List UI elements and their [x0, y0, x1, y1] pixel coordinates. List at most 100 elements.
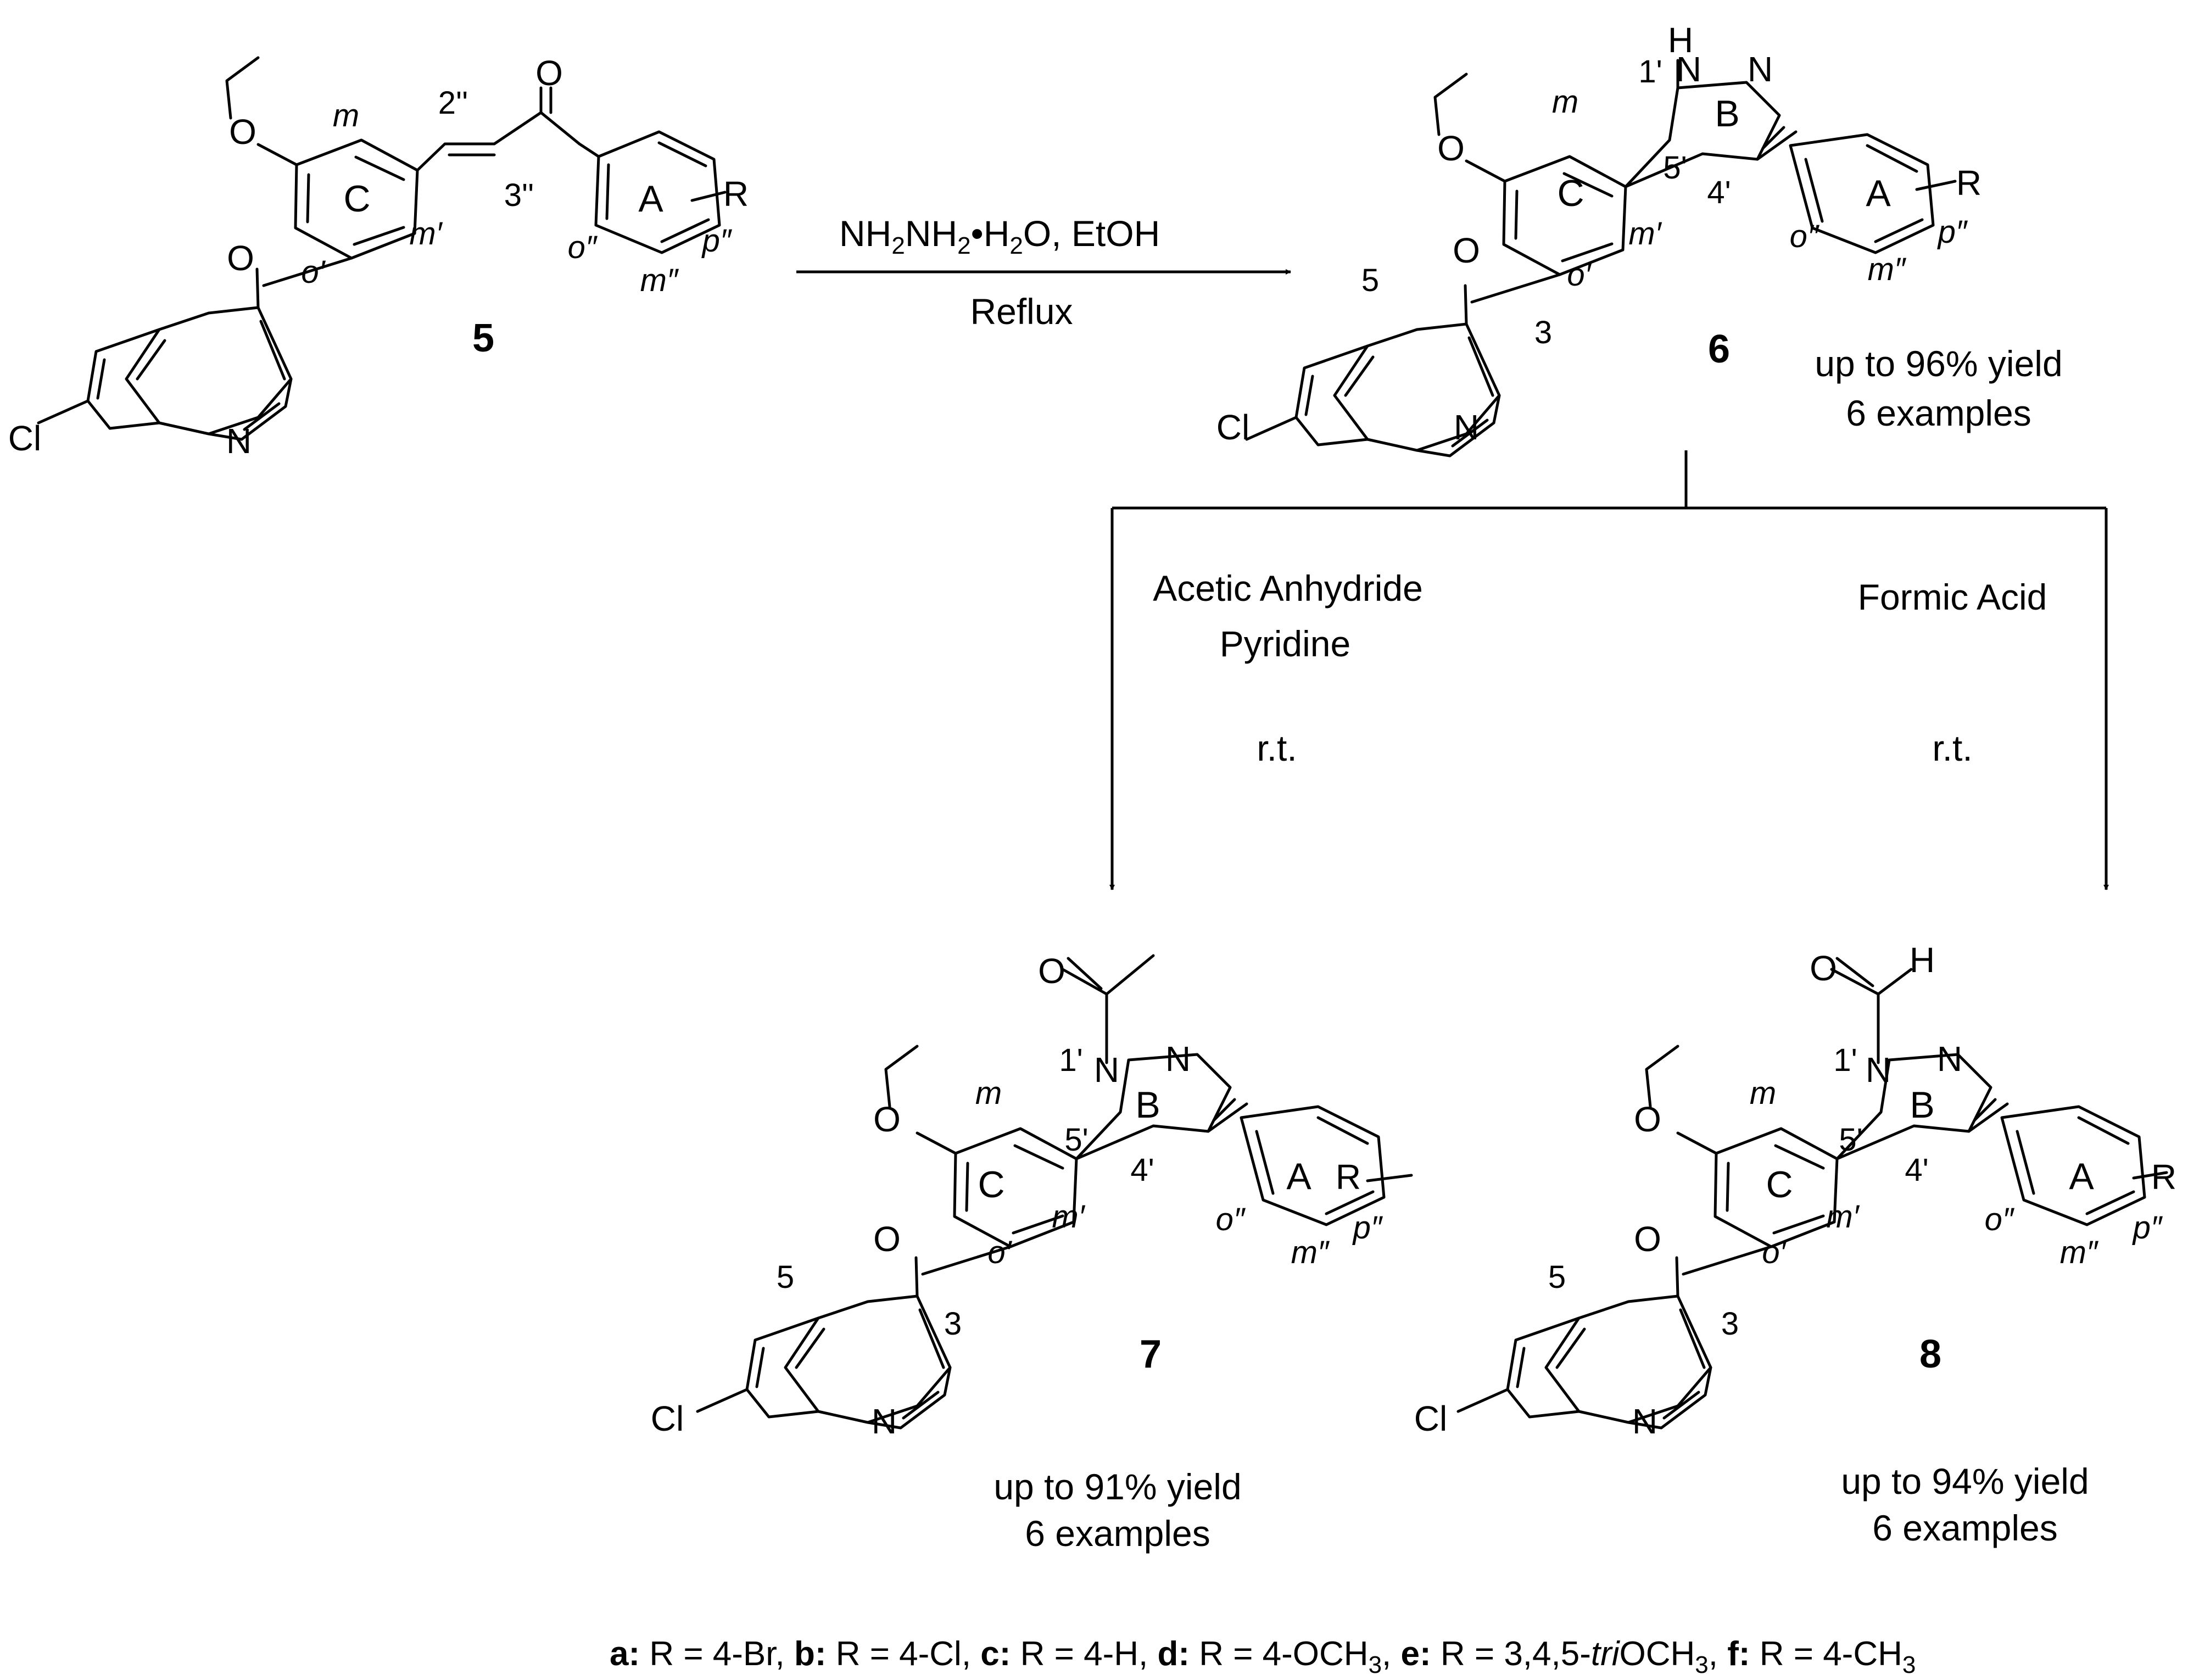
quinoline-bonds: [125, 306, 293, 436]
compound-7-number: 7: [1140, 1332, 1162, 1376]
c6-ring-a: A: [1866, 172, 1891, 214]
ring-a-bonds: [594, 130, 721, 254]
c6-pos-5p: 5': [1663, 150, 1687, 186]
c7-pos-5p: 5': [1064, 1122, 1088, 1158]
compound-7-examples: 6 examples: [1025, 1513, 1210, 1554]
c6-pos-4p: 4': [1707, 175, 1731, 210]
compound-6-atoms: H N N O O N Cl R C B A 1' 5' 4' 5 3 m m′…: [1216, 20, 2063, 447]
c6-o-methoxy: O: [1437, 129, 1465, 168]
compound-6: H N N O O N Cl R C B A 1' 5' 4' 5 3 m m′…: [1216, 20, 2063, 457]
c6-pos-5: 5: [1361, 263, 1379, 298]
c7-o-ether: O: [873, 1219, 901, 1259]
c8-pos-m-prime: m′: [1826, 1199, 1860, 1235]
c6-pos-m-prime: m′: [1628, 216, 1662, 252]
c8-ring-c: C: [1766, 1164, 1793, 1205]
c5-pos-o-prime: o′: [301, 254, 326, 290]
c6-o-ether: O: [1453, 231, 1480, 270]
pyridine-label: Pyridine: [1220, 623, 1350, 664]
c8-n2: N: [1937, 1039, 1962, 1079]
c8-pos-3: 3: [1721, 1306, 1739, 1342]
c5-pos-m: m: [333, 98, 359, 133]
compound-7: O N N O O N Cl R C B A 1' 5' 4' 5 3 m m′…: [651, 951, 1413, 1554]
c7-ring-b: B: [1135, 1084, 1160, 1126]
c6-h: H: [1668, 20, 1693, 60]
c5-pos-p-pp: p″: [701, 223, 733, 259]
c7-n1: N: [1094, 1050, 1119, 1090]
c8-pos-5: 5: [1548, 1259, 1566, 1295]
c7-cl: Cl: [651, 1399, 684, 1438]
c8-pos-m-pp: m″: [2060, 1235, 2099, 1270]
c5-n: N: [226, 421, 252, 461]
c5-pos-m-pp: m″: [640, 263, 679, 298]
substituent-legend: a: R = 4-Br, b: R = 4-Cl, c: R = 4-H, d:…: [610, 1635, 1916, 1678]
acetic-anhydride-label: Acetic Anhydride: [1153, 568, 1423, 609]
c8-ring-b: B: [1910, 1084, 1934, 1126]
rt-right-label: r.t.: [1932, 728, 1972, 768]
c6-ring-b-bonds: [1624, 81, 1781, 188]
c8-pos-5p: 5': [1839, 1122, 1862, 1158]
c5-o-ether: O: [227, 238, 254, 278]
c5-o-carbonyl: O: [535, 53, 563, 93]
c5-cl: Cl: [8, 418, 41, 458]
c8-h-formyl: H: [1910, 940, 1935, 980]
c5-pos-3pp: 3'': [504, 177, 534, 213]
c8-n-quinoline: N: [1632, 1402, 1657, 1441]
c6-cl: Cl: [1216, 408, 1249, 447]
c8-pos-o-prime: o′: [1762, 1235, 1787, 1270]
compound-5-atoms: O O O N Cl R C A m m′ o′ 2'' 3'' o″ p″ m…: [8, 53, 749, 461]
reagent-hydrazine-label: NH2NH2•H2O, EtOH: [839, 213, 1160, 259]
c7-pos-m-pp: m″: [1291, 1235, 1330, 1270]
compound-6-examples: 6 examples: [1846, 393, 2031, 433]
c8-pos-p-pp: p″: [2132, 1210, 2163, 1246]
compound-5: O O O N Cl R C A m m′ o′ 2'' 3'' o″ p″ m…: [8, 53, 749, 461]
c6-pos-1p: 1': [1638, 54, 1662, 90]
c6-pos-3: 3: [1534, 315, 1552, 350]
c7-o-acyl: O: [1038, 951, 1065, 991]
compound-8-examples: 6 examples: [1872, 1508, 2058, 1548]
c5-pos-m-prime: m′: [409, 216, 443, 252]
c5-pos-o-pp: o″: [568, 230, 598, 265]
c8-pos-4p: 4': [1905, 1152, 1928, 1188]
ring-c-bonds: [294, 138, 419, 260]
c5-pos-2pp: 2'': [438, 85, 468, 121]
c8-ring-a: A: [2069, 1156, 2094, 1197]
c7-pos-3: 3: [944, 1306, 962, 1342]
c7-pos-p-pp: p″: [1352, 1210, 1383, 1246]
c6-pos-o-prime: o′: [1567, 257, 1592, 293]
c7-pos-m: m: [975, 1075, 1002, 1111]
c5-ring-a: A: [638, 178, 663, 220]
c8-r: R: [2151, 1157, 2176, 1197]
c7-pos-5: 5: [777, 1259, 794, 1295]
c7-ring-a: A: [1286, 1156, 1311, 1197]
compound-8-atoms: O H N N O O N Cl R C B A 1' 5' 4' 5 3 m …: [1414, 940, 2176, 1548]
c6-r: R: [1956, 163, 1982, 203]
c6-n1: N: [1676, 49, 1701, 89]
c8-pos-1p: 1': [1833, 1042, 1857, 1078]
c7-o-methoxy: O: [873, 1099, 901, 1139]
c7-pos-o-pp: o″: [1216, 1202, 1246, 1237]
rt-left-label: r.t.: [1257, 728, 1297, 768]
compound-8-yield: up to 94% yield: [1841, 1461, 2089, 1502]
compound-7-yield: up to 91% yield: [993, 1466, 1241, 1507]
c6-ring-b: B: [1715, 93, 1739, 135]
compound-8-number: 8: [1919, 1332, 1941, 1376]
c6-n-quinoline: N: [1454, 408, 1479, 447]
c6-pos-m-pp: m″: [1868, 252, 1907, 287]
compound-6-number: 6: [1708, 327, 1730, 371]
c7-n2: N: [1165, 1039, 1191, 1079]
c5-o-methoxy: O: [229, 112, 256, 152]
c5-r: R: [723, 174, 749, 214]
c7-pos-1p: 1': [1059, 1042, 1082, 1078]
reaction-arrows: [796, 269, 2109, 890]
reflux-label: Reflux: [970, 291, 1073, 332]
c5-ring-c: C: [343, 178, 370, 220]
c8-pos-o-pp: o″: [1985, 1202, 2015, 1237]
compound-8: O H N N O O N Cl R C B A 1' 5' 4' 5 3 m …: [1414, 940, 2176, 1548]
c8-n1: N: [1866, 1050, 1891, 1090]
c7-ring-c: C: [978, 1164, 1004, 1205]
c7-r: R: [1336, 1157, 1361, 1197]
formic-acid-label: Formic Acid: [1858, 577, 2047, 617]
c7-pos-4p: 4': [1130, 1152, 1154, 1188]
compound-6-yield: up to 96% yield: [1815, 343, 2062, 384]
